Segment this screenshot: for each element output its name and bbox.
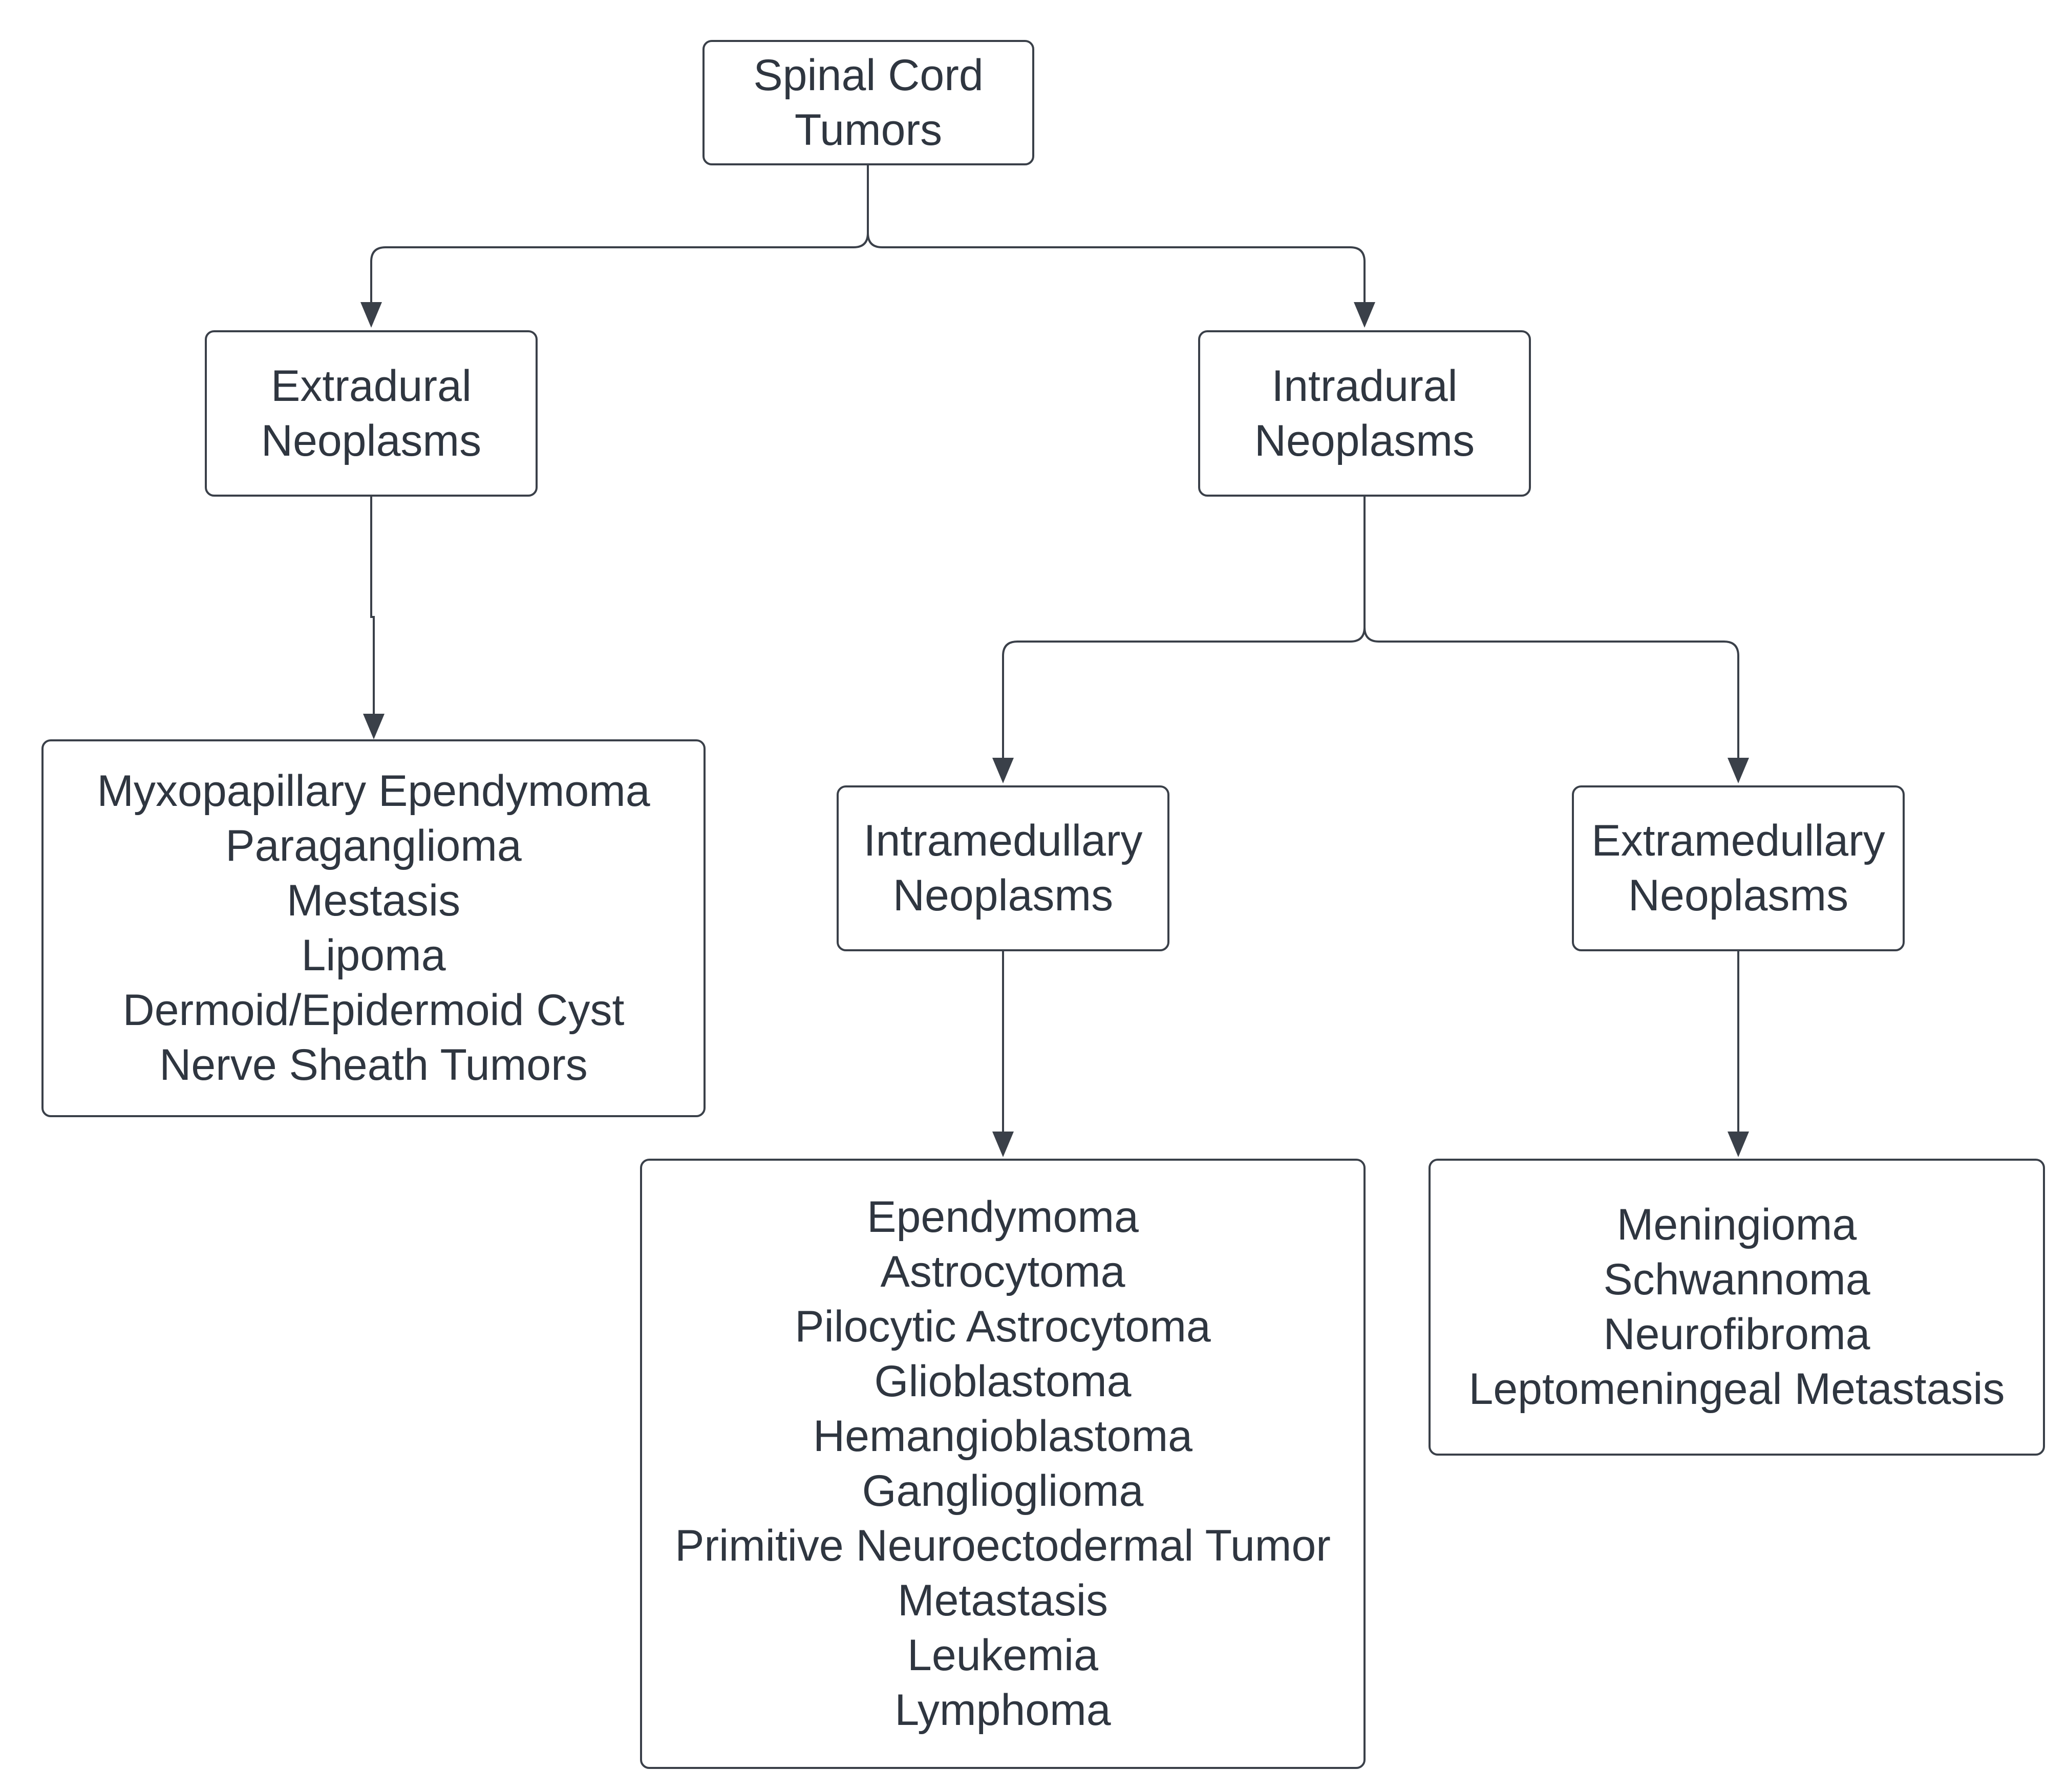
node-text-line: Primitive Neuroectodermal Tumor <box>675 1521 1331 1570</box>
arrowhead-to-extradural <box>360 302 382 328</box>
connector-root-stem <box>370 165 869 303</box>
node-text-line: Lymphoma <box>894 1686 1111 1735</box>
arrowhead-to-extramedullary-list <box>1728 1132 1749 1157</box>
node-text-line: Intramedullary <box>863 816 1143 865</box>
node-text-line: Extradural <box>271 361 472 411</box>
node-text-line: Neoplasms <box>1254 416 1475 465</box>
arrowhead-to-extramedullary <box>1728 758 1749 783</box>
node-text-line: Neoplasms <box>1628 871 1849 920</box>
node-text-line: Spinal Cord <box>753 50 984 100</box>
node-text-line: Glioblastoma <box>874 1357 1132 1406</box>
node-text-line: Intradural <box>1271 361 1458 411</box>
node-text-line: Neoplasms <box>261 416 482 465</box>
node-text-line: Myxopapillary Ependymoma <box>97 766 650 816</box>
node-text-line: Astrocytoma <box>880 1247 1125 1296</box>
node-text-line: Schwannoma <box>1603 1255 1870 1304</box>
node-text-line: Extramedullary <box>1591 816 1885 865</box>
node-text-line: Ganglioglioma <box>862 1466 1144 1516</box>
node-text-line: Lipoma <box>301 931 446 980</box>
node-text-line: Leptomeningeal Metastasis <box>1468 1364 2005 1414</box>
node-text-line: Neoplasms <box>892 871 1114 920</box>
arrowhead-to-intramedullary <box>992 758 1014 783</box>
arrowhead-to-intradural <box>1354 302 1375 328</box>
node-text-line: Paraganglioma <box>225 821 522 870</box>
node-text-line: Nerve Sheath Tumors <box>159 1040 588 1090</box>
node-text-line: Tumors <box>794 105 943 155</box>
node-text-line: Neurofibroma <box>1603 1310 1870 1359</box>
node-text-line: Hemangioblastoma <box>813 1412 1192 1461</box>
node-text-line: Meningioma <box>1616 1200 1857 1249</box>
connector-intradural-to-extramedullary <box>1363 627 1739 759</box>
arrowhead-to-intramedullary-list <box>992 1132 1014 1157</box>
connector-root-to-intradural <box>867 232 1366 303</box>
node-text-line: Metastasis <box>897 1576 1108 1625</box>
node-text-line: Leukemia <box>907 1631 1098 1680</box>
connector-intradural-stem <box>1002 497 1366 759</box>
arrowhead-to-extradural-list <box>363 714 385 739</box>
node-text-line: Ependymoma <box>867 1192 1139 1242</box>
node-text-line: Pilocytic Astrocytoma <box>795 1302 1211 1351</box>
connector-extradural-to-list <box>370 497 375 715</box>
node-text-line: Dermoid/Epidermoid Cyst <box>122 986 625 1035</box>
node-text-line: Mestasis <box>286 876 461 925</box>
